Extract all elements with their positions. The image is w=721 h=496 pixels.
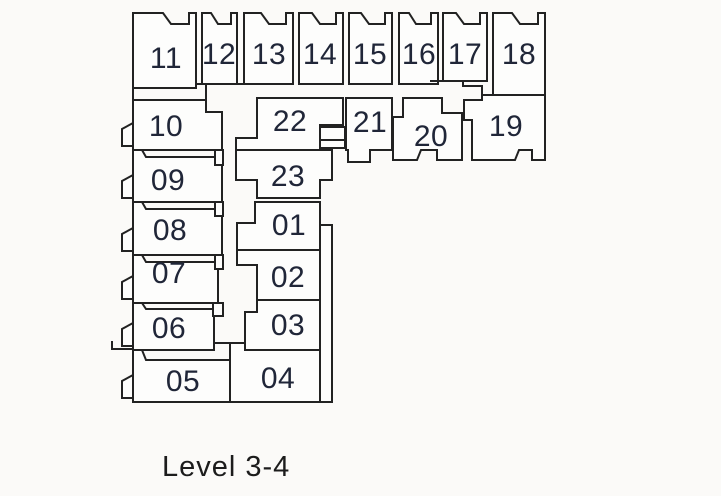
unit-19-label: 19 (489, 110, 523, 143)
unit-02: 02 (236, 249, 321, 301)
unit-16: 16 (398, 12, 439, 85)
unit-15-label: 15 (353, 38, 387, 71)
unit-20-shape (392, 97, 463, 161)
unit-18-label: 18 (502, 38, 536, 71)
wall-detail (121, 226, 134, 252)
unit-01: 01 (236, 201, 321, 251)
wall-detail (121, 121, 134, 147)
unit-13-label: 13 (252, 38, 286, 71)
wall-detail (111, 341, 133, 350)
unit-11-shape (132, 12, 197, 89)
unit-08-label: 08 (153, 214, 187, 247)
wall-detail (319, 126, 346, 141)
unit-09-label: 09 (151, 164, 185, 197)
wall-detail (214, 201, 224, 217)
unit-05-label: 05 (166, 365, 200, 398)
unit-11-label: 11 (150, 42, 182, 75)
wall-detail (319, 224, 333, 403)
wall-detail (319, 139, 346, 149)
unit-15-shape (348, 12, 393, 85)
unit-08: 08 (132, 201, 223, 256)
unit-13-shape (243, 12, 294, 85)
unit-14-label: 14 (303, 38, 337, 71)
unit-21-shape (345, 97, 393, 163)
unit-22: 22 (235, 97, 344, 151)
wall-detail (430, 80, 493, 96)
unit-03-label: 03 (271, 309, 305, 342)
unit-11: 11 (132, 12, 197, 89)
unit-05: 05 (132, 349, 231, 403)
unit-23: 23 (235, 149, 333, 199)
unit-03: 03 (244, 299, 321, 351)
unit-18-shape (492, 12, 546, 96)
unit-23-label: 23 (271, 160, 305, 193)
unit-14: 14 (298, 12, 344, 85)
unit-21-label: 21 (353, 106, 387, 139)
unit-10-label: 10 (149, 110, 183, 143)
unit-10: 10 (132, 99, 223, 151)
unit-17-shape (442, 12, 488, 82)
unit-15: 15 (348, 12, 393, 85)
unit-07-label: 07 (152, 257, 186, 290)
unit-14-shape (298, 12, 344, 85)
unit-23-shape (235, 149, 333, 199)
wall-detail (121, 274, 134, 300)
unit-19: 19 (463, 94, 546, 161)
unit-12-shape (201, 12, 238, 85)
unit-06-label: 06 (152, 312, 186, 345)
unit-13: 13 (243, 12, 294, 85)
wall-detail (214, 254, 224, 270)
unit-20: 20 (392, 97, 463, 161)
unit-16-label: 16 (402, 38, 436, 71)
unit-17-label: 17 (448, 38, 482, 71)
unit-01-label: 01 (272, 209, 306, 242)
unit-21: 21 (345, 97, 393, 163)
unit-16-shape (398, 12, 439, 85)
level-caption: Level 3-4 (162, 451, 291, 483)
unit-04: 04 (229, 342, 321, 403)
unit-06: 06 (132, 302, 215, 351)
unit-20-label: 20 (414, 120, 448, 153)
wall-detail (121, 173, 134, 199)
unit-18: 18 (492, 12, 546, 96)
unit-12: 12 (201, 12, 238, 85)
wall-detail (121, 373, 134, 399)
wall-detail (121, 321, 134, 347)
unit-07: 07 (132, 254, 219, 304)
unit-22-label: 22 (273, 105, 307, 138)
unit-19-shape (463, 94, 546, 161)
wall-detail (214, 149, 224, 166)
unit-04-label: 04 (261, 362, 295, 395)
unit-17: 17 (442, 12, 488, 82)
unit-02-label: 02 (271, 261, 305, 294)
wall-detail (212, 302, 224, 317)
unit-09: 09 (132, 149, 223, 203)
unit-12-label: 12 (202, 38, 236, 71)
